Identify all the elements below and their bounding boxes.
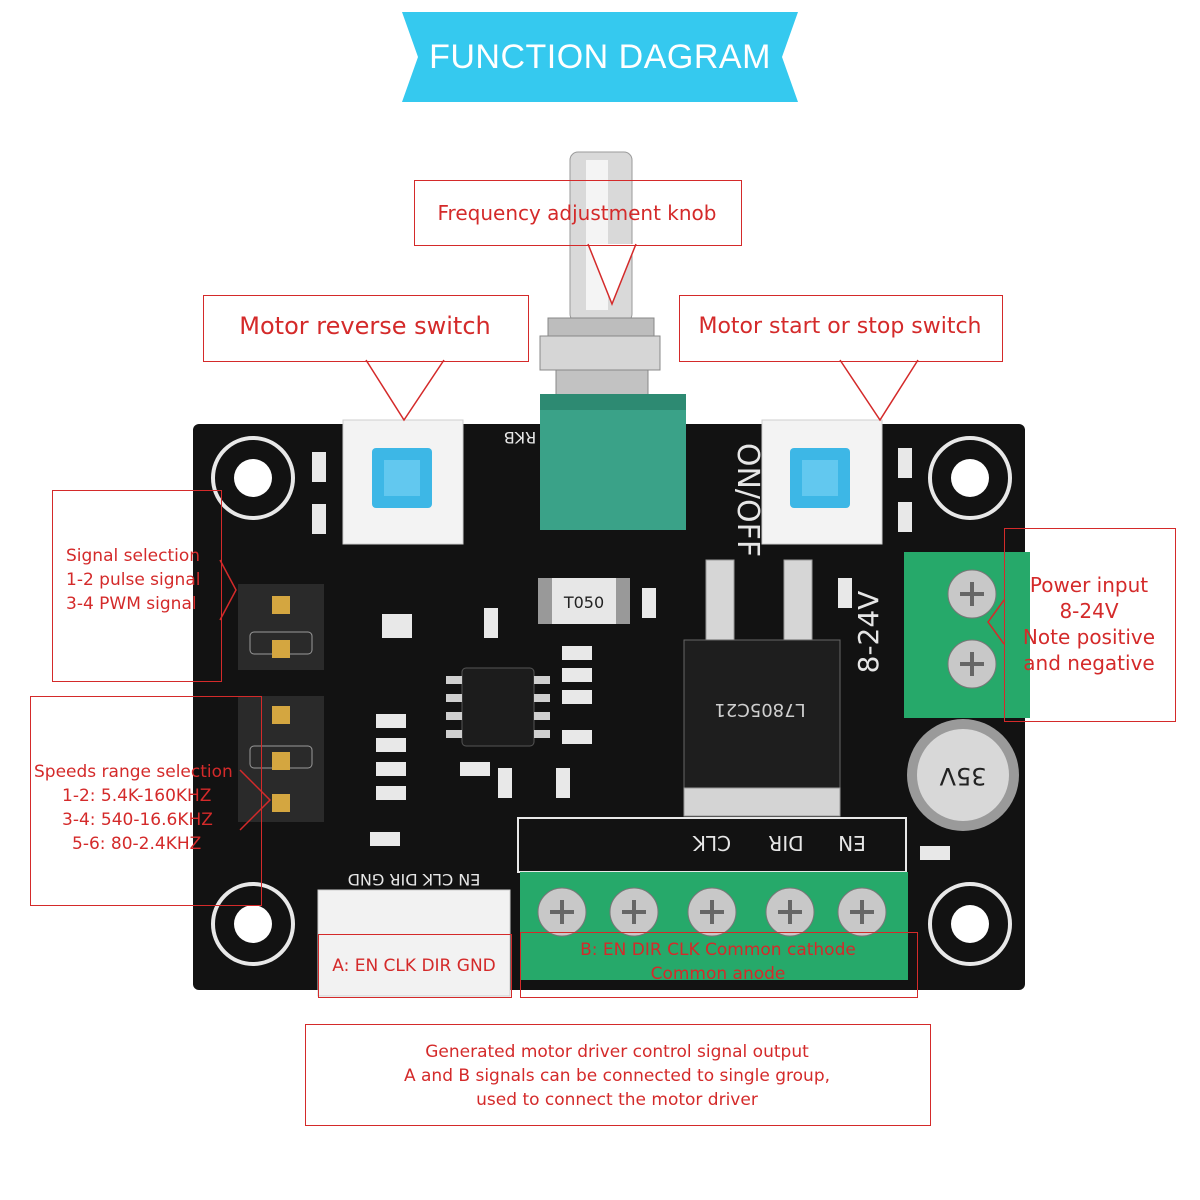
connector-b-callout — [520, 932, 918, 998]
connector-b-line1: B: EN DIR CLK Common cathode — [580, 940, 856, 960]
connector-a-label: A: EN CLK DIR GND — [332, 956, 496, 976]
output-note-line1: Generated motor driver control signal ou… — [425, 1042, 809, 1062]
speed-range-line2: 1-2: 5.4K-160KHZ — [62, 786, 212, 806]
start-stop-switch-label: Motor start or stop switch — [698, 314, 982, 339]
capacitor-c6 — [907, 719, 1019, 831]
frequency-knob-label: Frequency adjustment knob — [437, 201, 717, 225]
ic-u1 — [461, 667, 535, 747]
regulator — [683, 559, 841, 817]
output-note-line3: used to connect the motor driver — [476, 1090, 758, 1110]
speed-range-callout — [30, 696, 262, 906]
regulator-label: L7805C21 — [714, 699, 805, 720]
output-terminal — [517, 817, 908, 980]
smd-components — [312, 448, 950, 860]
callout-pointers — [219, 243, 1005, 831]
silk-rkb: RKB — [504, 428, 537, 447]
connector-a-callout — [318, 934, 512, 998]
signal-selection-callout — [52, 490, 222, 682]
output-note-callout — [305, 1024, 931, 1126]
reverse-switch-label: Motor reverse switch — [239, 312, 491, 340]
silk-on-off: ON/OFF — [730, 443, 765, 557]
page-title: FUNCTION DAGRAM — [429, 38, 771, 76]
connector-a — [317, 889, 511, 997]
signal-selection-line1: Signal selection — [66, 546, 201, 566]
jumper-j3 — [238, 584, 324, 670]
capacitor-label: 35V — [939, 762, 987, 790]
connector-header: EN CLK DIR GND — [348, 870, 481, 889]
reverse-switch-callout — [203, 295, 529, 362]
speed-range-line4: 5-6: 80-2.4KHZ — [72, 834, 202, 854]
fuse-label: T050 — [563, 593, 604, 612]
banner-shape — [402, 12, 798, 102]
mounting-holes — [211, 436, 1012, 966]
title-banner — [402, 12, 798, 102]
start-stop-switch-callout — [679, 295, 1003, 362]
power-input-callout — [1004, 528, 1176, 722]
power-input-line1: Power input — [1029, 573, 1149, 597]
reverse-switch — [342, 419, 464, 545]
connector-b-line2: Common anode — [650, 964, 786, 984]
signal-selection-line2: 1-2 pulse signal — [66, 570, 201, 590]
terminal-en: EN — [838, 831, 866, 855]
speed-range-line3: 3-4: 540-16.6KHZ — [62, 810, 213, 830]
terminal-clk: CLK — [692, 831, 731, 855]
frequency-knob-callout — [414, 180, 742, 246]
terminal-dir: DIR — [768, 831, 803, 855]
speed-range-line1: Speeds range selection — [34, 762, 233, 782]
jumper-j4 — [238, 696, 324, 822]
start-stop-switch — [761, 419, 883, 545]
silk-voltage: 8-24V — [852, 591, 885, 674]
signal-selection-line3: 3-4 PWM signal — [66, 594, 197, 614]
power-input-line2: 8-24V — [1059, 599, 1119, 623]
power-input-line4: and negative — [1023, 651, 1155, 675]
fuse — [538, 578, 630, 624]
power-terminal — [904, 552, 1030, 718]
power-input-line3: Note positive — [1022, 625, 1156, 649]
output-note-line2: A and B signals can be connected to sing… — [403, 1066, 831, 1086]
